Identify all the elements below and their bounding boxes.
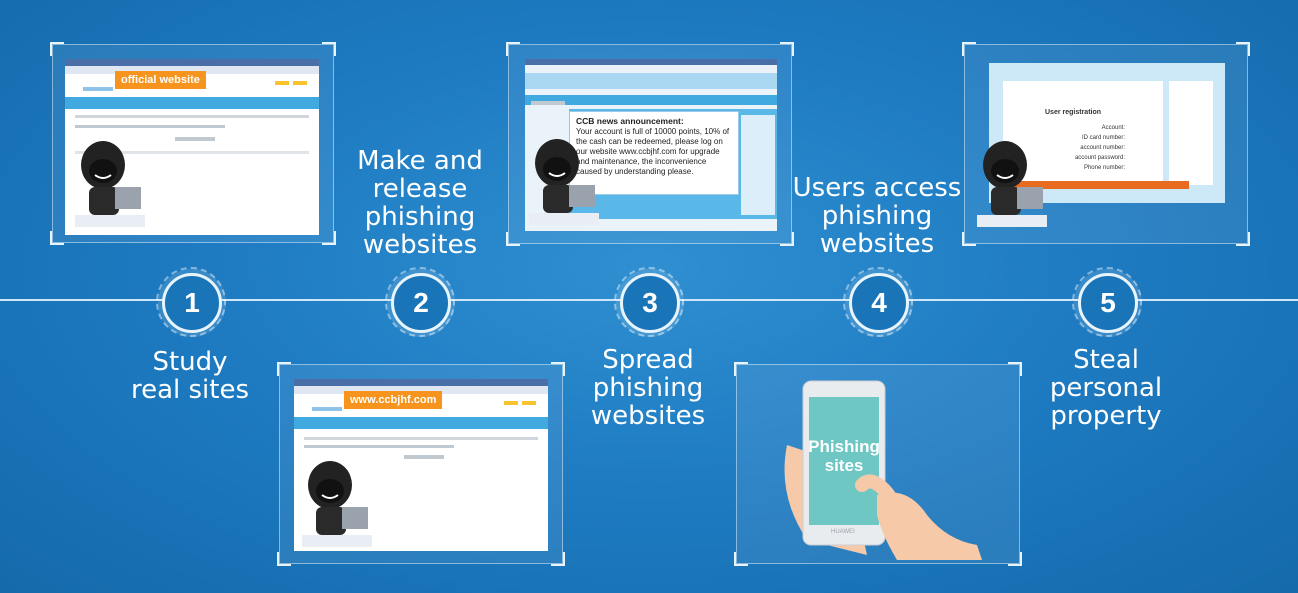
step-1-circle: 1 — [156, 267, 226, 337]
step-2-label: Make and release phishing websites — [340, 147, 500, 259]
hacker-icon — [529, 139, 599, 225]
field-label: Account: — [1101, 125, 1125, 131]
hacker-icon — [977, 141, 1047, 227]
panel-users-access: Phishing sites HUAWEI — [734, 362, 1022, 566]
panel-steal-property: User registration Account: ID card numbe… — [962, 42, 1250, 246]
field-label: account password: — [1074, 155, 1125, 161]
label-line: Users access — [792, 173, 962, 203]
step-3-label: Spread phishing websites — [568, 346, 728, 430]
step-number: 3 — [642, 287, 658, 318]
label-line: real sites — [130, 375, 250, 405]
label-line: Make and — [357, 146, 483, 176]
field-label: ID card number: — [1081, 135, 1125, 141]
label-line: websites — [590, 401, 706, 431]
phishing-url-tag: www.ccbjhf.com — [344, 391, 443, 409]
label-line: release — [372, 174, 468, 204]
label-line: Study — [152, 347, 228, 377]
step-5-label: Steal personal property — [1026, 346, 1186, 430]
phone-brand: HUAWEI — [831, 529, 855, 535]
official-website-tag: official website — [115, 71, 206, 89]
screen-text-line: sites — [824, 456, 864, 475]
panel-spread-phishing: CCB news announcement: Your account is f… — [506, 42, 794, 246]
announcement-body: Your account is full of 10000 points, 10… — [576, 127, 730, 176]
step-number: 2 — [413, 287, 429, 318]
label-line: phishing — [821, 201, 933, 231]
label-line: property — [1050, 401, 1162, 431]
announcement-title: CCB news announcement: — [576, 116, 684, 126]
field-label: account number: — [1080, 145, 1125, 151]
news-announcement-box: CCB news announcement: Your account is f… — [569, 111, 739, 195]
label-line: phishing — [364, 202, 476, 232]
label-line: phishing — [592, 373, 704, 403]
label-line: websites — [362, 230, 478, 260]
step-4-circle: 4 — [843, 267, 913, 337]
label-line: Spread — [602, 345, 694, 375]
field-label: Phone number: — [1083, 165, 1125, 171]
hand-phone-icon — [784, 380, 982, 560]
step-4-label: Users access phishing websites — [786, 174, 968, 258]
panel-study-real-sites: official website — [50, 42, 336, 245]
label-line: websites — [819, 229, 935, 259]
form-title: User registration — [1045, 109, 1102, 116]
screen-text-line: Phishing — [808, 437, 880, 456]
hacker-icon — [75, 141, 145, 227]
panel-make-phishing-site: www.ccbjhf.com — [277, 362, 565, 566]
hacker-icon — [302, 461, 372, 547]
label-line: Steal — [1073, 345, 1139, 375]
registration-fields: Account: ID card number: account number:… — [1025, 123, 1125, 173]
laptop-screen — [989, 63, 1225, 203]
label-line: personal — [1049, 373, 1163, 403]
step-number: 5 — [1100, 287, 1116, 318]
step-number: 1 — [184, 287, 200, 318]
step-1-label: Study real sites — [110, 348, 270, 404]
step-2-circle: 2 — [385, 267, 455, 337]
step-number: 4 — [871, 287, 887, 318]
step-5-circle: 5 — [1072, 267, 1142, 337]
step-3-circle: 3 — [614, 267, 684, 337]
phishing-sites-screen-text: Phishing sites — [805, 437, 883, 475]
